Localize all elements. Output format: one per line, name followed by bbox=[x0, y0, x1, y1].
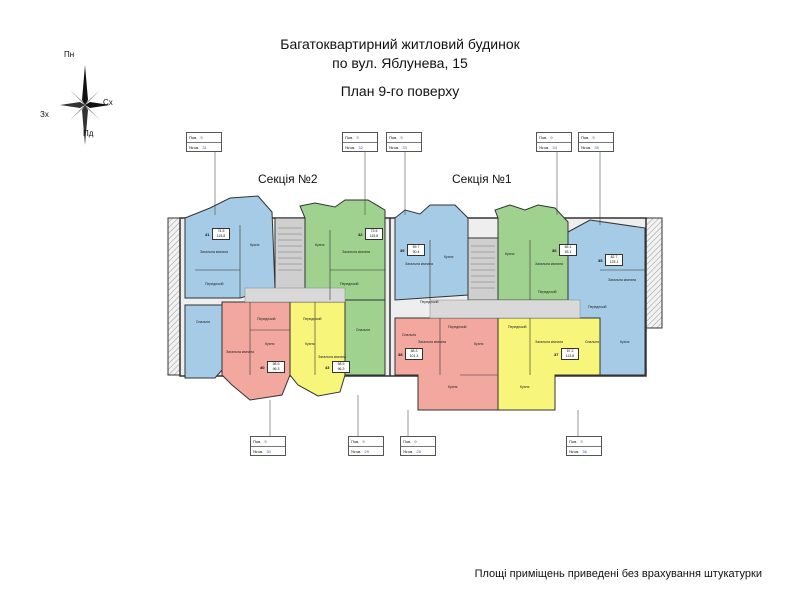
apartment-tag: Пов.9 № кв.35 bbox=[578, 132, 614, 152]
room-label: Кухня bbox=[315, 243, 325, 247]
stairwell-section-2 bbox=[274, 217, 306, 294]
room-label: Загальна кімната bbox=[535, 262, 563, 266]
room-dividers bbox=[195, 225, 645, 376]
stairwell-section-1 bbox=[467, 237, 499, 301]
stair-steps bbox=[278, 227, 495, 289]
apartment-40-bedroom bbox=[184, 304, 223, 379]
room-label: Загальна кімната bbox=[226, 350, 254, 354]
room-label: Передпокій bbox=[340, 282, 359, 286]
room-label: Спальня bbox=[356, 328, 371, 332]
room-label: Передпокій bbox=[205, 282, 224, 286]
compass-north-arrow bbox=[82, 65, 88, 105]
room-label: Передпокій bbox=[538, 290, 557, 294]
corridor-section-1 bbox=[429, 299, 581, 319]
room-label: Кухня bbox=[265, 342, 275, 346]
apartment-tag: Пов.9 № кв.30 bbox=[250, 436, 286, 456]
compass-rose bbox=[60, 65, 110, 145]
building-address: по вул. Яблунева, 15 bbox=[332, 55, 468, 71]
plaster-note: Площі приміщень приведені без врахування… bbox=[474, 568, 762, 580]
apartment-tag: Пов.9 № кв.32 bbox=[342, 132, 378, 152]
compass-north-label: Пн bbox=[64, 50, 75, 59]
apartment-tag: Пов.9 № кв.33 bbox=[386, 132, 422, 152]
room-label: Загальна кімната bbox=[342, 250, 370, 254]
room-label: Кухня bbox=[250, 243, 260, 247]
corridor-section-2 bbox=[244, 287, 346, 303]
compass-east-arrow bbox=[85, 102, 110, 108]
apartment-number: 39 bbox=[400, 248, 405, 253]
apartment-37 bbox=[497, 317, 601, 411]
building-title: Багатоквартирний житловий будинок bbox=[280, 36, 520, 52]
compass-west-label: Зх bbox=[40, 110, 49, 119]
compass-south-arrow bbox=[82, 105, 88, 145]
apartment-number: 37 bbox=[554, 352, 559, 357]
room-label: Загальна кімната bbox=[318, 355, 346, 359]
room-label: Кухня bbox=[448, 385, 458, 389]
compass-east-label: Сх bbox=[103, 98, 113, 107]
floor-plan-title: План 9-го поверху bbox=[340, 83, 460, 99]
compass-ray bbox=[85, 90, 100, 105]
room-label: Кухня bbox=[520, 385, 530, 389]
room-label: Передпокій bbox=[448, 325, 467, 329]
room-label: Передпокій bbox=[420, 300, 439, 304]
room-label: Кухня bbox=[474, 342, 484, 346]
apartment-43 bbox=[289, 301, 346, 397]
apartment-number: 41 bbox=[205, 232, 210, 237]
room-label: Передпокій bbox=[303, 317, 322, 321]
apartment-number: 42 bbox=[358, 232, 363, 237]
room-label: Спальня bbox=[585, 340, 600, 344]
compass-ray bbox=[70, 105, 85, 120]
room-label: Кухня bbox=[505, 252, 515, 256]
apartment-number: 43 bbox=[325, 365, 330, 370]
apartment-tag: Пов.9 № кв.29 bbox=[348, 436, 384, 456]
room-label: Кухня bbox=[305, 342, 315, 346]
apartment-number: 35 bbox=[598, 258, 603, 263]
room-label: Загальна кімната bbox=[200, 250, 228, 254]
room-label: Передпокій bbox=[588, 305, 607, 309]
room-label: Спальня bbox=[196, 320, 211, 324]
apartment-tag: Пов.9 № кв.34 bbox=[536, 132, 572, 152]
room-label: Загальна кімната bbox=[418, 340, 446, 344]
apartment-41 bbox=[184, 195, 276, 299]
apartment-39 bbox=[394, 204, 469, 301]
apartment-42-bedroom bbox=[344, 299, 386, 376]
room-label: Загальна кімната bbox=[535, 340, 563, 344]
room-label: Загальна кімната bbox=[608, 278, 636, 282]
compass-west-arrow bbox=[60, 102, 85, 108]
compass-ray bbox=[85, 105, 100, 120]
apartment-number: 36 bbox=[552, 248, 557, 253]
apartment-number: 38 bbox=[398, 352, 403, 357]
room-label: Кухня bbox=[444, 255, 454, 259]
room-label: Кухня bbox=[620, 340, 630, 344]
apartment-number: 40 bbox=[260, 365, 265, 370]
compass-ray bbox=[70, 90, 85, 105]
apartment-38 bbox=[394, 317, 499, 411]
room-label: Спальня bbox=[402, 333, 417, 337]
room-label: Загальна кімната bbox=[405, 262, 433, 266]
room-label: Передпокій bbox=[257, 317, 276, 321]
room-label: Передпокій bbox=[508, 325, 527, 329]
apartment-tag: Пов.9 № кв.28 bbox=[400, 436, 436, 456]
apartment-tag: Пов.9 № кв.36 bbox=[566, 436, 602, 456]
right-balcony bbox=[644, 217, 663, 329]
compass-south-label: Пд bbox=[83, 129, 94, 138]
leader-lines bbox=[214, 150, 601, 436]
section-1-label: Секція №1 bbox=[452, 172, 512, 186]
apartment-tag: Пов.9 № кв.31 bbox=[186, 132, 222, 152]
section-2-label: Секція №2 bbox=[258, 172, 318, 186]
